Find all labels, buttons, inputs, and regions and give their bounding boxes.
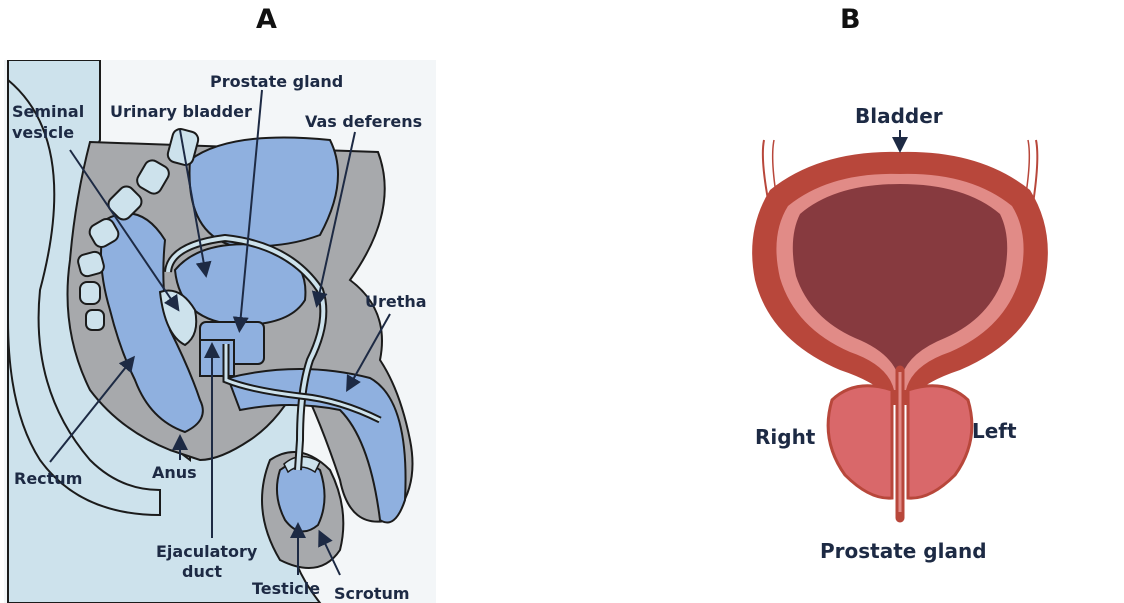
urinary-bladder-shape bbox=[190, 138, 339, 247]
label-scrotum: Scrotum bbox=[334, 584, 410, 603]
label-ejaculatory-duct-line1: Ejaculatory bbox=[156, 542, 258, 561]
label-urinary-bladder: Urinary bladder bbox=[110, 102, 252, 121]
panel-letter-a: A bbox=[256, 4, 277, 35]
bladder-prostate-diagram: Bladder Right Left Prostate gland bbox=[660, 60, 1124, 580]
label-bladder: Bladder bbox=[855, 104, 943, 128]
label-prostate-gland-b: Prostate gland bbox=[820, 539, 987, 563]
label-uretha: Uretha bbox=[365, 292, 427, 311]
label-ejaculatory-duct-line2: duct bbox=[182, 562, 222, 581]
label-left-lobe: Left bbox=[972, 419, 1017, 443]
label-prostate-gland: Prostate gland bbox=[210, 72, 343, 91]
label-vas-deferens: Vas deferens bbox=[305, 112, 422, 131]
label-right-lobe: Right bbox=[755, 425, 816, 449]
label-testicle: Testicle bbox=[252, 579, 320, 598]
prostate-right-lobe bbox=[828, 386, 892, 498]
label-anus: Anus bbox=[152, 463, 197, 482]
male-pelvis-sagittal-diagram: Prostate gland Seminal vesicle Urinary b… bbox=[0, 60, 440, 603]
label-seminal-vesicle-line2: vesicle bbox=[12, 123, 74, 142]
prostate-left-lobe bbox=[908, 386, 972, 498]
panel-letter-b: B bbox=[840, 4, 861, 35]
label-seminal-vesicle-line1: Seminal bbox=[12, 102, 84, 121]
label-rectum: Rectum bbox=[14, 469, 82, 488]
